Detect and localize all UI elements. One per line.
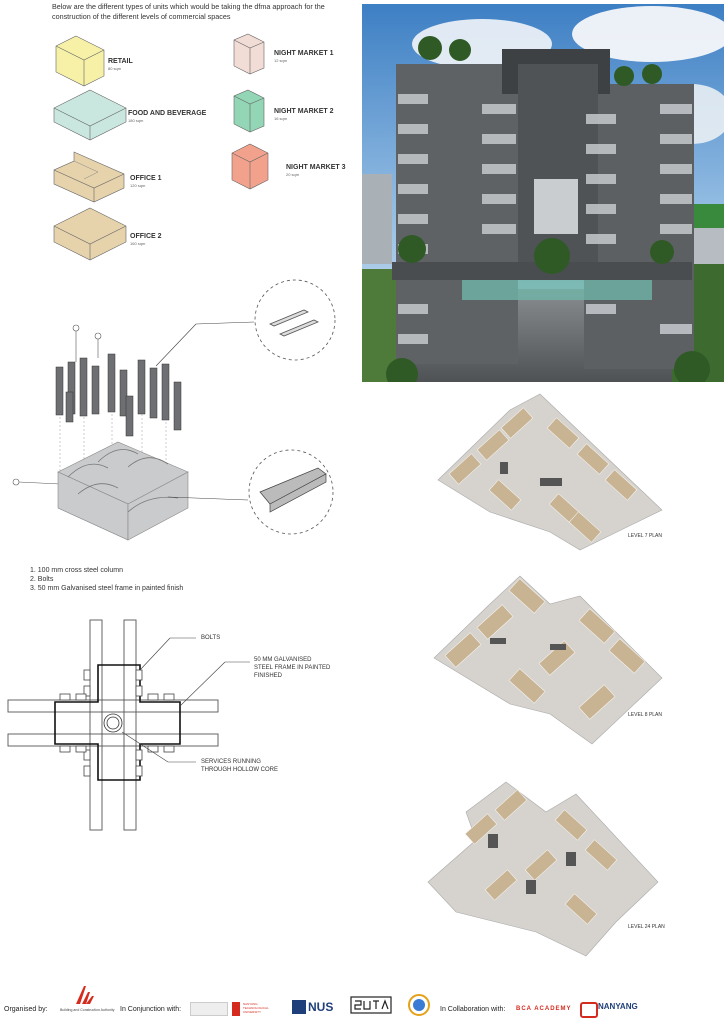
- ntu-name: NANYANG TECHNOLOGICAL UNIVERSITY: [243, 1002, 269, 1014]
- night-market-2-block: [233, 89, 265, 133]
- polytechnic-logo-icon: [190, 1002, 228, 1016]
- unit-night-market-2: NIGHT MARKET 2 16 sqm: [274, 108, 334, 121]
- level-7-label: LEVEL 7 PLAN: [628, 533, 663, 539]
- office-1-block: [53, 151, 125, 203]
- level-7-plan: [437, 393, 663, 551]
- nus-crest-icon: [292, 1000, 306, 1014]
- structural-notes: 1. 100 mm cross steel column 2. Bolts 3.…: [30, 567, 184, 592]
- night-market-3-block: [231, 143, 269, 190]
- unit-night-market-3: NIGHT MARKET 3 20 sqm: [286, 164, 346, 177]
- organised-by-label: Organised by:: [4, 1006, 48, 1013]
- level-24-label: LEVEL 24 PLAN: [628, 924, 665, 930]
- label-services-1: SERVICES RUNNING: [201, 759, 261, 765]
- conjunction-label: In Conjunction with:: [120, 1006, 182, 1013]
- ntu-logo-icon: [232, 1002, 240, 1016]
- nyp-logo-icon: [580, 1002, 598, 1018]
- unit-legend-left: [53, 35, 127, 261]
- label-services-2: THROUGH HOLLOW CORE: [201, 767, 279, 773]
- food-beverage-block: [53, 89, 127, 141]
- label-frame-1: 50 MM GALVANISED: [254, 657, 312, 663]
- retail-block: [55, 35, 105, 87]
- level-24-plan: [427, 781, 659, 957]
- label-frame-3: FINISHED: [254, 673, 283, 679]
- bca-logo-icon: [76, 986, 94, 1004]
- unit-food-beverage: FOOD AND BEVERAGE 180 sqm: [128, 110, 207, 123]
- collaboration-label: In Collaboration with:: [440, 1006, 506, 1013]
- footer: Organised by: Building and Construction …: [0, 980, 724, 1024]
- bca-name: Building and Construction Authority: [60, 1008, 115, 1012]
- nus-logo: NUS: [308, 1000, 334, 1014]
- office-2-block: [53, 207, 127, 261]
- unit-retail: RETAIL 80 sqm: [108, 58, 133, 71]
- level-8-plan: [433, 575, 663, 745]
- unit-night-market-1: NIGHT MARKET 1 12 sqm: [274, 50, 334, 63]
- unit-office-1: OFFICE 1 120 sqm: [130, 175, 162, 188]
- structural-exploded-diagram: [12, 279, 336, 541]
- unit-legend-right: [231, 33, 269, 190]
- intro-text: Below are the different types of units w…: [52, 2, 325, 21]
- suta-logo-icon: [350, 996, 392, 1014]
- night-market-1-block: [233, 33, 265, 75]
- building-render: [362, 4, 724, 382]
- bca-academy-logo: BCA ACADEMY: [516, 1006, 572, 1012]
- nanyang-logo: NANYANG: [598, 1002, 638, 1011]
- label-bolts: BOLTS: [201, 635, 221, 641]
- level-8-label: LEVEL 8 PLAN: [628, 712, 663, 718]
- label-frame-2: STEEL FRAME IN PAINTED: [254, 665, 331, 671]
- sew-logo-icon: [408, 994, 430, 1016]
- unit-office-2: OFFICE 2 160 sqm: [130, 233, 162, 246]
- connection-detail-drawing: [7, 619, 250, 831]
